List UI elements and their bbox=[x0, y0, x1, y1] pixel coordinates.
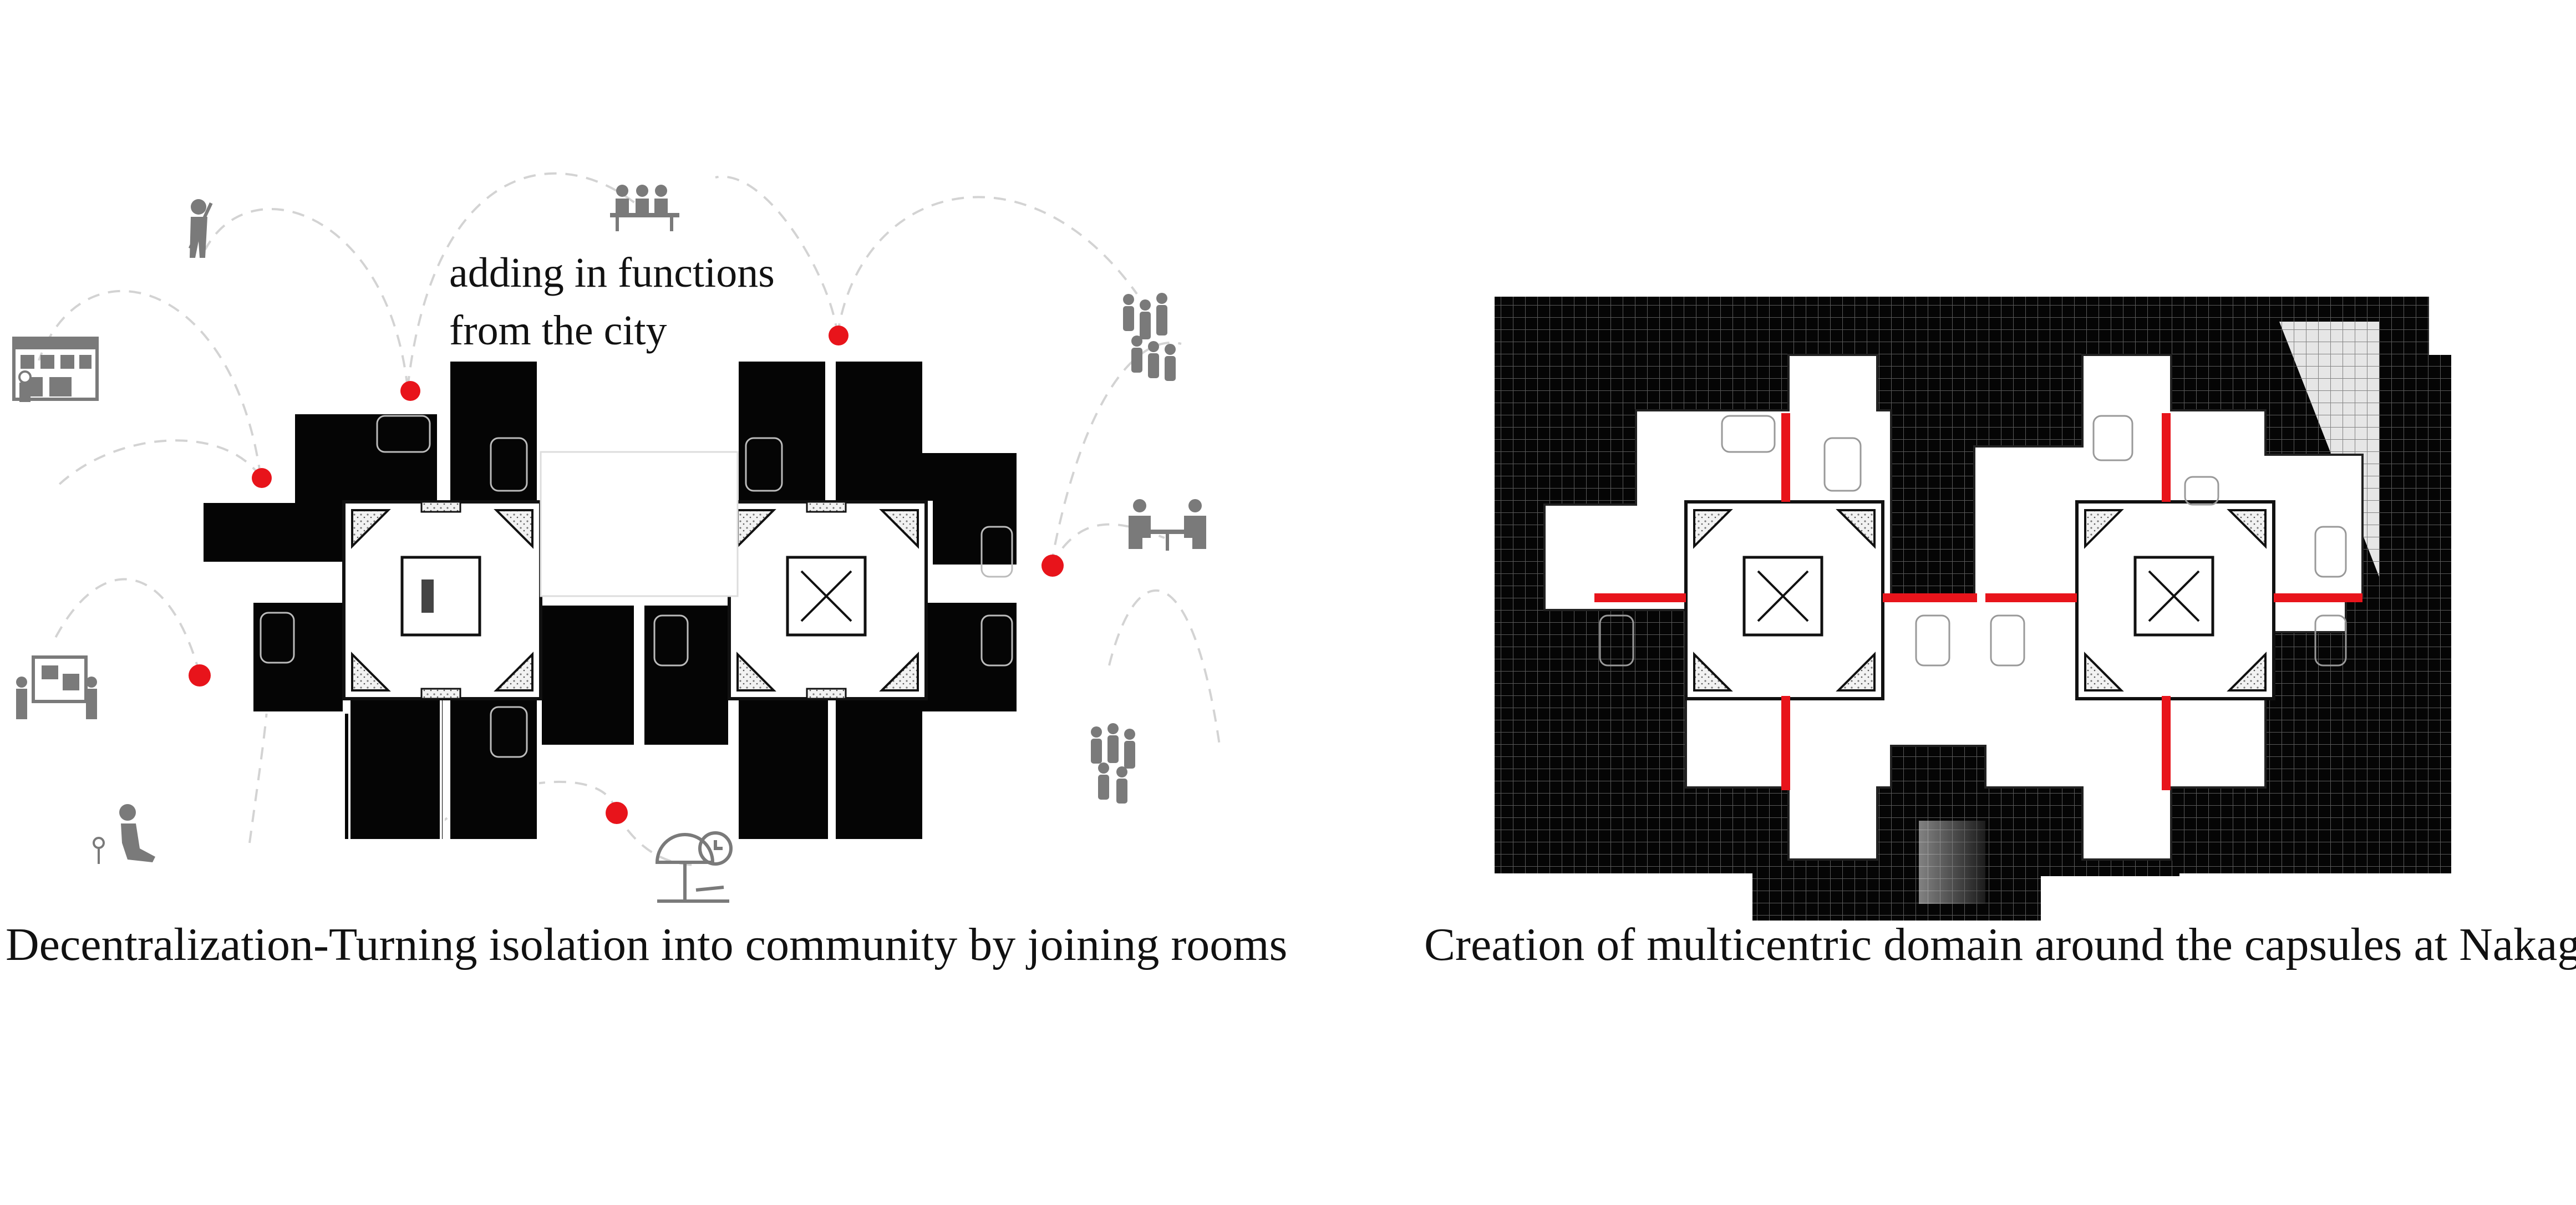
caption-left: Decentralization-Turning isolation into … bbox=[6, 919, 1288, 970]
beach-umbrella-clock-icon bbox=[655, 831, 733, 903]
diners-table-icon bbox=[610, 185, 679, 231]
right-capsule-fixtures bbox=[1599, 415, 2347, 667]
red-dot bbox=[1041, 555, 1064, 577]
right-left-core bbox=[1684, 500, 1884, 700]
red-wall bbox=[2274, 593, 2362, 602]
red-dot bbox=[606, 802, 628, 824]
gardener-kneeling-icon bbox=[93, 804, 155, 864]
lower-fade bbox=[1919, 821, 1985, 904]
capsule-fixtures bbox=[260, 415, 1013, 758]
left-core bbox=[342, 500, 542, 700]
red-dot bbox=[400, 381, 420, 401]
connector-corridor bbox=[540, 451, 739, 597]
gallery-visitors-icon bbox=[16, 655, 97, 719]
red-wall bbox=[1781, 413, 1790, 502]
connection-paths bbox=[38, 172, 1221, 866]
left-panel bbox=[12, 172, 1221, 903]
crowd-icon bbox=[1123, 293, 1176, 381]
red-dot bbox=[829, 326, 848, 345]
annotation-text: adding in functions from the city bbox=[449, 244, 775, 359]
red-dot bbox=[189, 664, 211, 687]
caption-right: Creation of multicentric domain around t… bbox=[1424, 919, 2576, 970]
red-partition-walls bbox=[1594, 413, 2362, 790]
red-wall bbox=[1594, 593, 1686, 602]
red-wall bbox=[1781, 696, 1790, 790]
red-wall bbox=[2162, 696, 2171, 790]
shop-facade-icon bbox=[12, 337, 99, 402]
right-core bbox=[728, 500, 928, 700]
annotation-line: adding in functions bbox=[449, 250, 775, 296]
red-wall bbox=[2162, 413, 2171, 502]
red-wall bbox=[1985, 593, 2077, 602]
crowd-icon bbox=[1091, 723, 1135, 804]
people-meeting-icon bbox=[1129, 499, 1206, 551]
painter-icon bbox=[188, 199, 213, 258]
red-wall bbox=[1883, 593, 1977, 602]
function-icons bbox=[12, 185, 1206, 903]
right-panel bbox=[1495, 297, 2451, 921]
annotation-line: from the city bbox=[449, 307, 667, 354]
red-dots bbox=[189, 326, 1064, 824]
red-dot bbox=[252, 468, 272, 488]
left-tower-plan bbox=[201, 359, 636, 841]
right-right-core bbox=[2075, 500, 2275, 700]
